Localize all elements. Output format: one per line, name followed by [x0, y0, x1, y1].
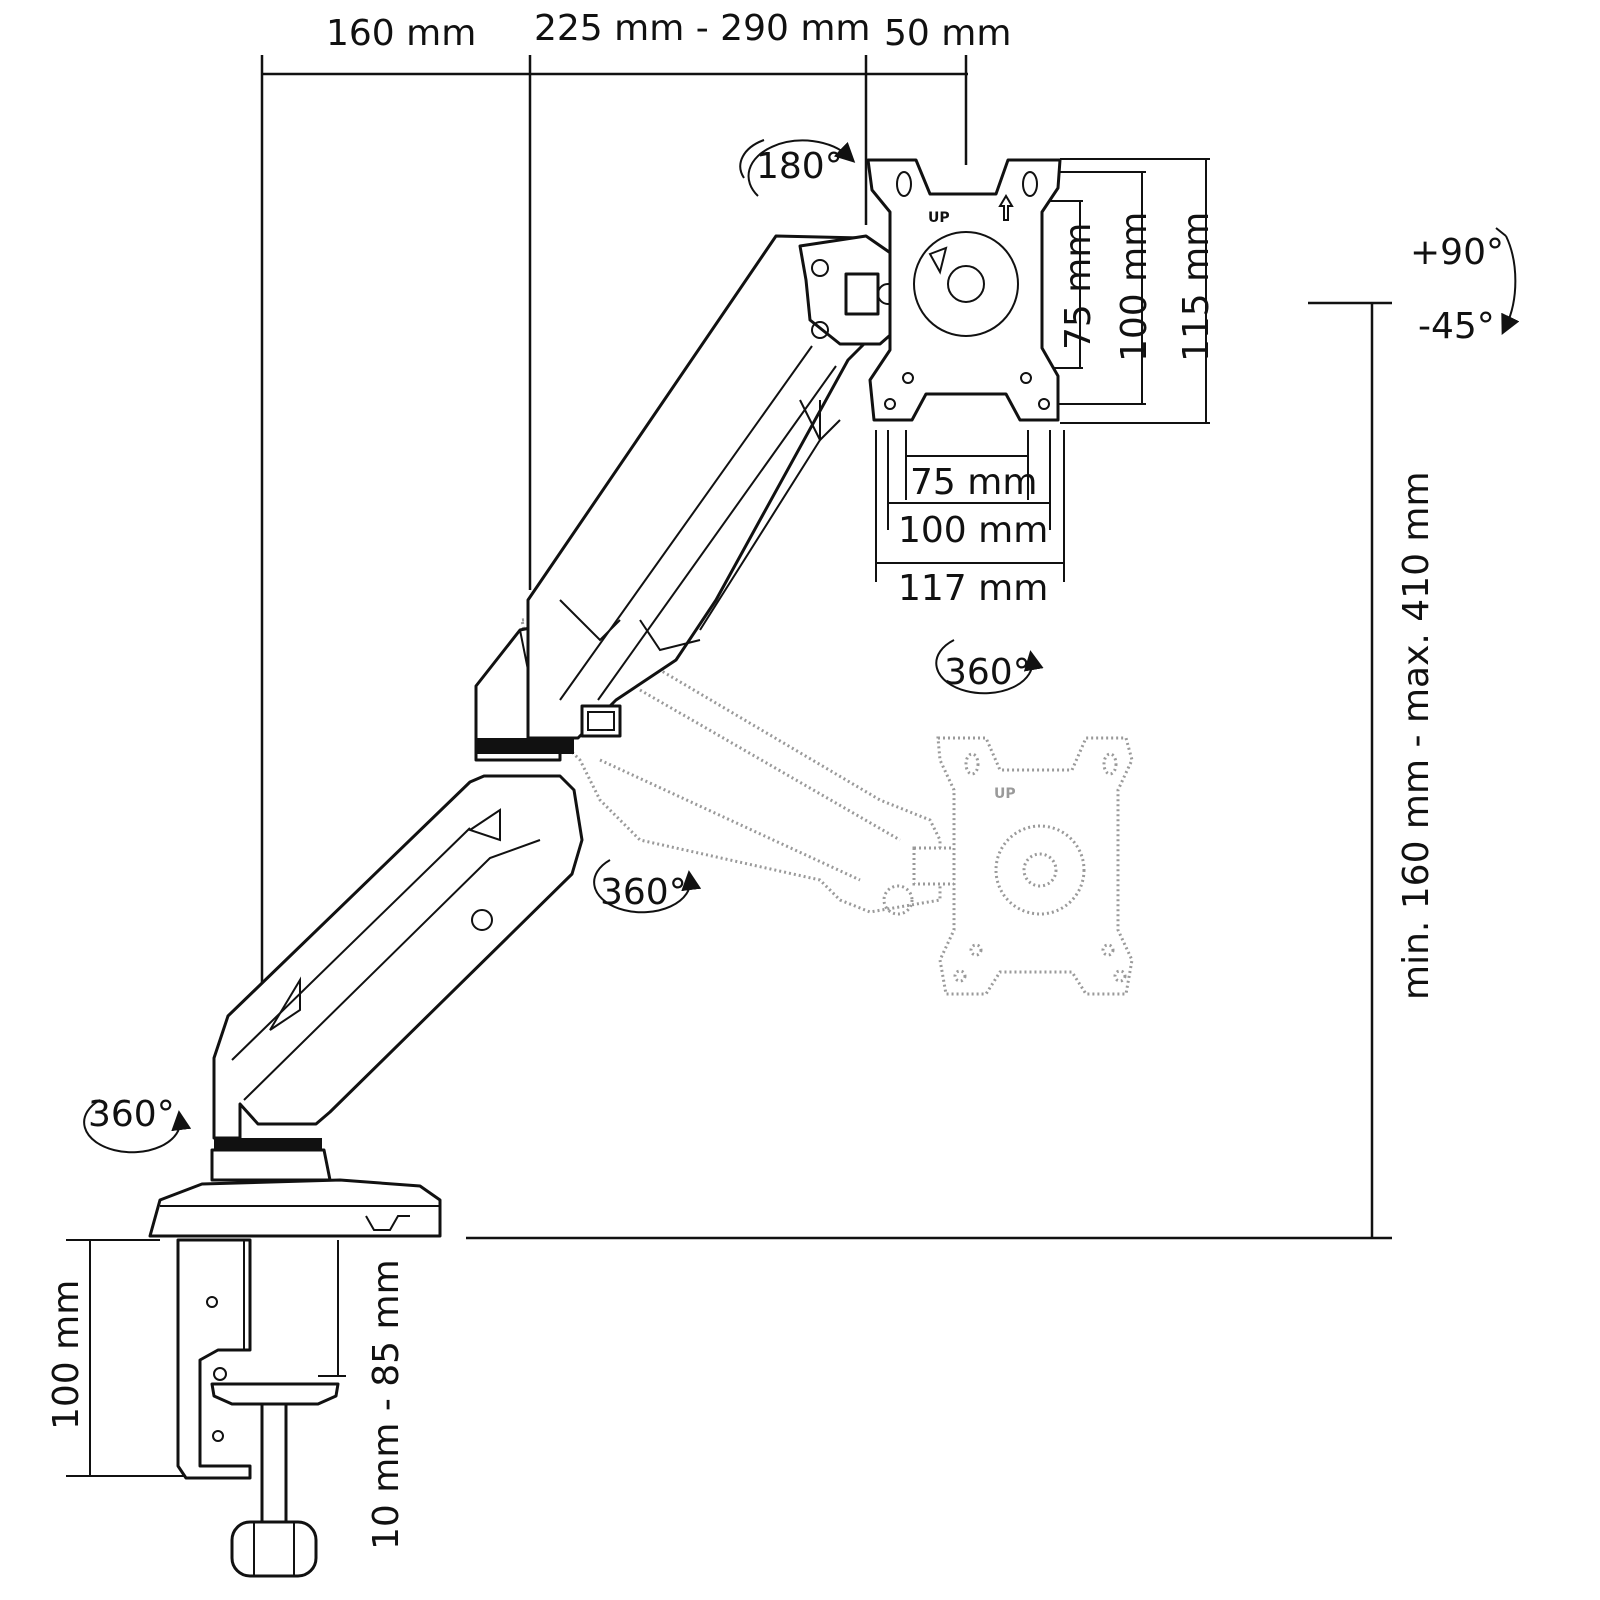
tilt-head-depth-label: 50 mm	[884, 13, 1011, 54]
vesa-large-h-label: 100 mm	[898, 510, 1048, 551]
monitor-arm: UP	[148, 158, 1062, 1578]
dimension-lines	[66, 55, 1392, 1477]
tilt-up-label: +90°	[1410, 232, 1504, 273]
dimension-labels: 160 mm 225 mm - 290 mm 50 mm 75 mm 100 m…	[46, 8, 1437, 1550]
head-swivel-label: 180°	[756, 146, 843, 187]
vesa-plate	[866, 158, 1062, 422]
rotation-arcs	[83, 139, 1520, 1154]
clamp-pad	[210, 1382, 340, 1406]
ghost-up-marking: UP	[994, 786, 1016, 802]
vesa-small-v-label: 75 mm	[1058, 223, 1099, 350]
vesa-small-h-label: 75 mm	[910, 462, 1037, 503]
clamp-knob	[230, 1520, 318, 1578]
vesa-large-v-label: 100 mm	[1114, 212, 1155, 362]
plate-height-label: 115 mm	[1176, 212, 1217, 362]
rotation-labels: 180° +90° -45° 360° 360° 360°	[88, 146, 1504, 1135]
clamp-base	[148, 1178, 442, 1238]
elbow-rotation-label: 360°	[600, 872, 687, 913]
tilt-knob	[844, 272, 880, 316]
arm-reach-base-label: 160 mm	[326, 13, 476, 54]
lower-arm	[212, 774, 584, 1140]
plate-rotation-label: 360°	[944, 652, 1031, 693]
clamp-body	[176, 1238, 252, 1480]
base-column	[210, 1148, 332, 1182]
height-range-label: min. 160 mm - max. 410 mm	[1396, 471, 1437, 1000]
ghost-arm-position: UP	[520, 610, 1134, 996]
plate-width-label: 117 mm	[898, 568, 1048, 609]
clamp-screw	[260, 1402, 288, 1524]
arm-reach-range-label: 225 mm - 290 mm	[534, 8, 870, 49]
base-rotation-label: 360°	[88, 1094, 175, 1135]
desk-thickness-label: 10 mm - 85 mm	[366, 1259, 407, 1550]
plate-up-marking: UP	[928, 210, 950, 226]
tilt-down-label: -45°	[1418, 306, 1495, 347]
clamp-height-label: 100 mm	[46, 1280, 87, 1430]
